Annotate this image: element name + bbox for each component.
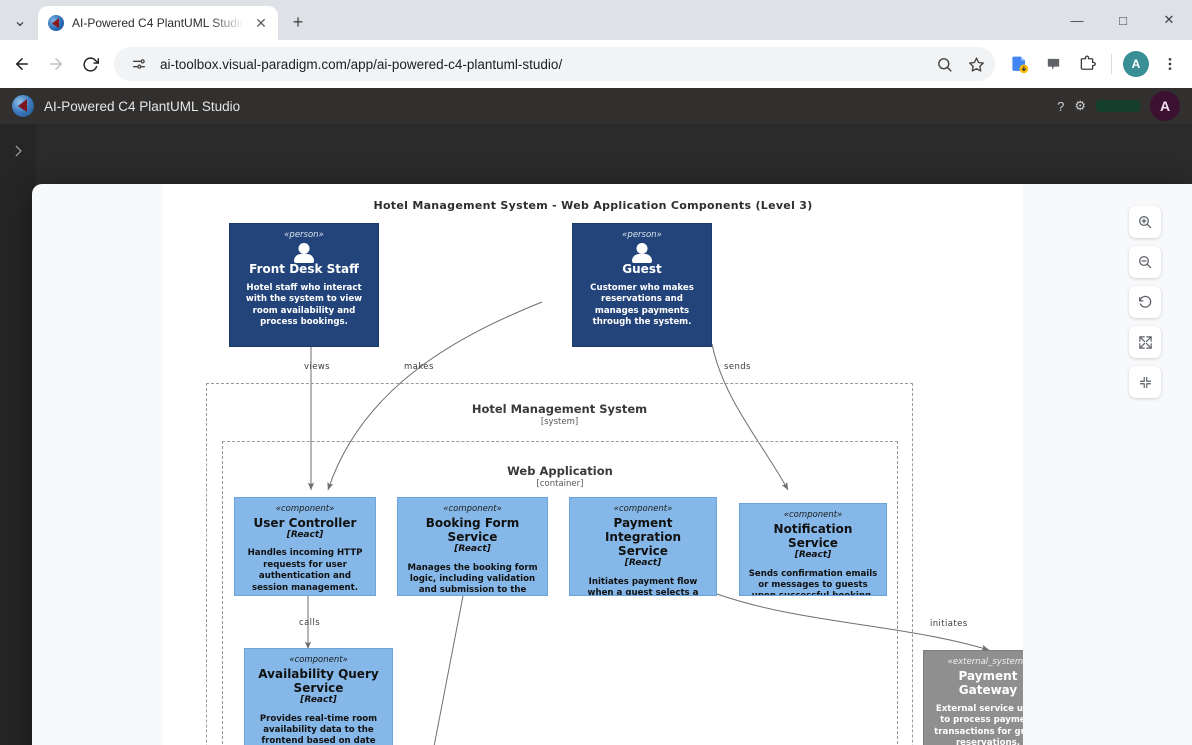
app-logo-icon [12,95,34,117]
app-header: AI-Powered C4 PlantUML Studio ? ⚙ A [0,88,1192,124]
node-description: Hotel staff who interact with the system… [245,282,363,328]
favicon-icon [48,15,64,31]
tab-strip: ⌄ AI-Powered C4 PlantUML Studio ✕ + — □ … [0,0,1192,40]
reload-icon[interactable] [74,48,106,80]
header-help-icon[interactable]: ? [1057,98,1065,114]
node-description: External service used to process payment… [934,703,1023,745]
node-user-controller[interactable]: «component» User Controller [React] Hand… [234,497,376,596]
node-tech: [React] [454,543,491,554]
node-description: Provides real-time room availability dat… [259,713,378,745]
browser-tab[interactable]: AI-Powered C4 PlantUML Studio ✕ [38,6,278,40]
diagram-title: Hotel Management System - Web Applicatio… [373,199,813,212]
node-tech: [React] [300,694,337,705]
node-stereotype: «component» [275,504,335,514]
node-description: Sends confirmation emails or messages to… [748,568,878,595]
rotate-reset-icon[interactable] [1129,286,1161,318]
page-content: AI-Powered C4 PlantUML Studio ? ⚙ A Hote… [0,88,1192,745]
node-name: Notification Service [773,521,853,550]
header-settings-icon[interactable]: ⚙ [1074,98,1086,113]
boundary-web-application: Web Application [container] [222,441,898,745]
node-stereotype: «component» [613,504,673,514]
boundary-hotel-management-system: Hotel Management System [system] [206,383,913,745]
node-tech: [React] [794,549,832,560]
close-icon[interactable]: ✕ [255,14,267,31]
node-tech: [React] [286,529,324,540]
star-icon[interactable] [965,53,987,75]
person-icon [629,242,655,263]
app-avatar[interactable]: A [1150,91,1180,121]
node-guest[interactable]: «person» Guest Customer who makes reserv… [572,223,712,347]
app-title: AI-Powered C4 PlantUML Studio [44,98,241,114]
header-cta-button[interactable] [1096,100,1140,112]
node-notification-service[interactable]: «component» Notification Service [React]… [739,503,887,596]
minimize-button[interactable]: — [1070,12,1084,28]
node-name: Front Desk Staff [249,261,359,276]
node-name: Availability Query Service [258,666,379,695]
clipboard-icon[interactable] [1037,48,1069,80]
app-sidebar-toggle[interactable] [0,124,36,745]
expand-arrows-icon[interactable] [1129,326,1161,358]
document-download-icon[interactable] [1003,48,1035,80]
node-payment-integration-service[interactable]: «component» Payment Integration Service … [569,497,717,596]
node-description: Manages the booking form logic, includin… [407,562,538,596]
site-settings-icon[interactable] [128,53,150,75]
tab-title: AI-Powered C4 PlantUML Studio [72,16,244,30]
edge-label-makes: makes [404,362,434,372]
canvas-zoom-toolbar [1129,206,1161,398]
new-tab-button[interactable]: + [292,11,304,32]
toolbar-divider [1111,54,1112,74]
zoom-in-icon[interactable] [1129,206,1161,238]
node-booking-form-service[interactable]: «component» Booking Form Service [React]… [397,497,548,596]
node-availability-query-service[interactable]: «component» Availability Query Service [… [244,648,393,745]
node-description: Handles incoming HTTP requests for user … [247,548,363,593]
edge-label-calls: calls [299,618,321,628]
boundary-label-system: Hotel Management System [system] [471,402,648,427]
node-name: Guest [622,261,662,276]
collapse-arrows-icon[interactable] [1129,366,1161,398]
node-tech: [React] [624,558,662,569]
app-header-actions: ? ⚙ A [1057,91,1180,121]
edge-label-views: views [304,362,331,372]
node-description: Initiates payment flow when a guest sele… [587,576,699,596]
node-stereotype: «person» [284,230,324,240]
forward-icon[interactable] [40,48,72,80]
node-description: Customer who makes reservations and mana… [590,282,694,328]
maximize-button[interactable]: □ [1119,12,1127,28]
back-icon[interactable] [6,48,38,80]
address-bar[interactable]: ai-toolbox.visual-paradigm.com/app/ai-po… [114,47,995,81]
search-zoom-icon[interactable] [933,53,955,75]
node-payment-gateway[interactable]: «external_system» Payment Gateway Extern… [923,650,1023,745]
edge-label-sends: sends [724,362,751,372]
node-front-desk-staff[interactable]: «person» Front Desk Staff Hotel staff wh… [229,223,379,347]
diagram-canvas[interactable]: Hotel Management System - Web Applicatio… [163,184,1023,745]
extensions-puzzle-icon[interactable] [1071,48,1103,80]
url-text: ai-toolbox.visual-paradigm.com/app/ai-po… [160,56,563,72]
diagram-preview-modal: Hotel Management System - Web Applicatio… [32,184,1192,745]
tab-search-chevron-icon[interactable]: ⌄ [13,13,27,30]
node-name: Payment Gateway [958,668,1018,697]
person-icon [291,242,317,263]
profile-avatar[interactable]: A [1120,48,1152,80]
node-name: Payment Integration Service [604,515,682,558]
node-stereotype: «component» [783,510,843,520]
browser-toolbar: ai-toolbox.visual-paradigm.com/app/ai-po… [0,40,1192,88]
zoom-out-icon[interactable] [1129,246,1161,278]
window-controls: — □ ✕ [1054,0,1192,40]
edge-label-initiates: initiates [930,619,968,629]
node-stereotype: «external_system» [947,657,1023,667]
c4-diagram: Hotel Management System [system] Web App… [163,184,1023,745]
node-name: User Controller [253,515,357,530]
three-dot-menu-icon[interactable] [1154,48,1186,80]
node-stereotype: «component» [289,655,348,665]
node-stereotype: «component» [443,504,502,514]
boundary-label-container: Web Application [container] [507,464,613,489]
node-stereotype: «person» [622,230,662,240]
node-name: Booking Form Service [425,515,520,544]
close-window-button[interactable]: ✕ [1163,12,1175,27]
